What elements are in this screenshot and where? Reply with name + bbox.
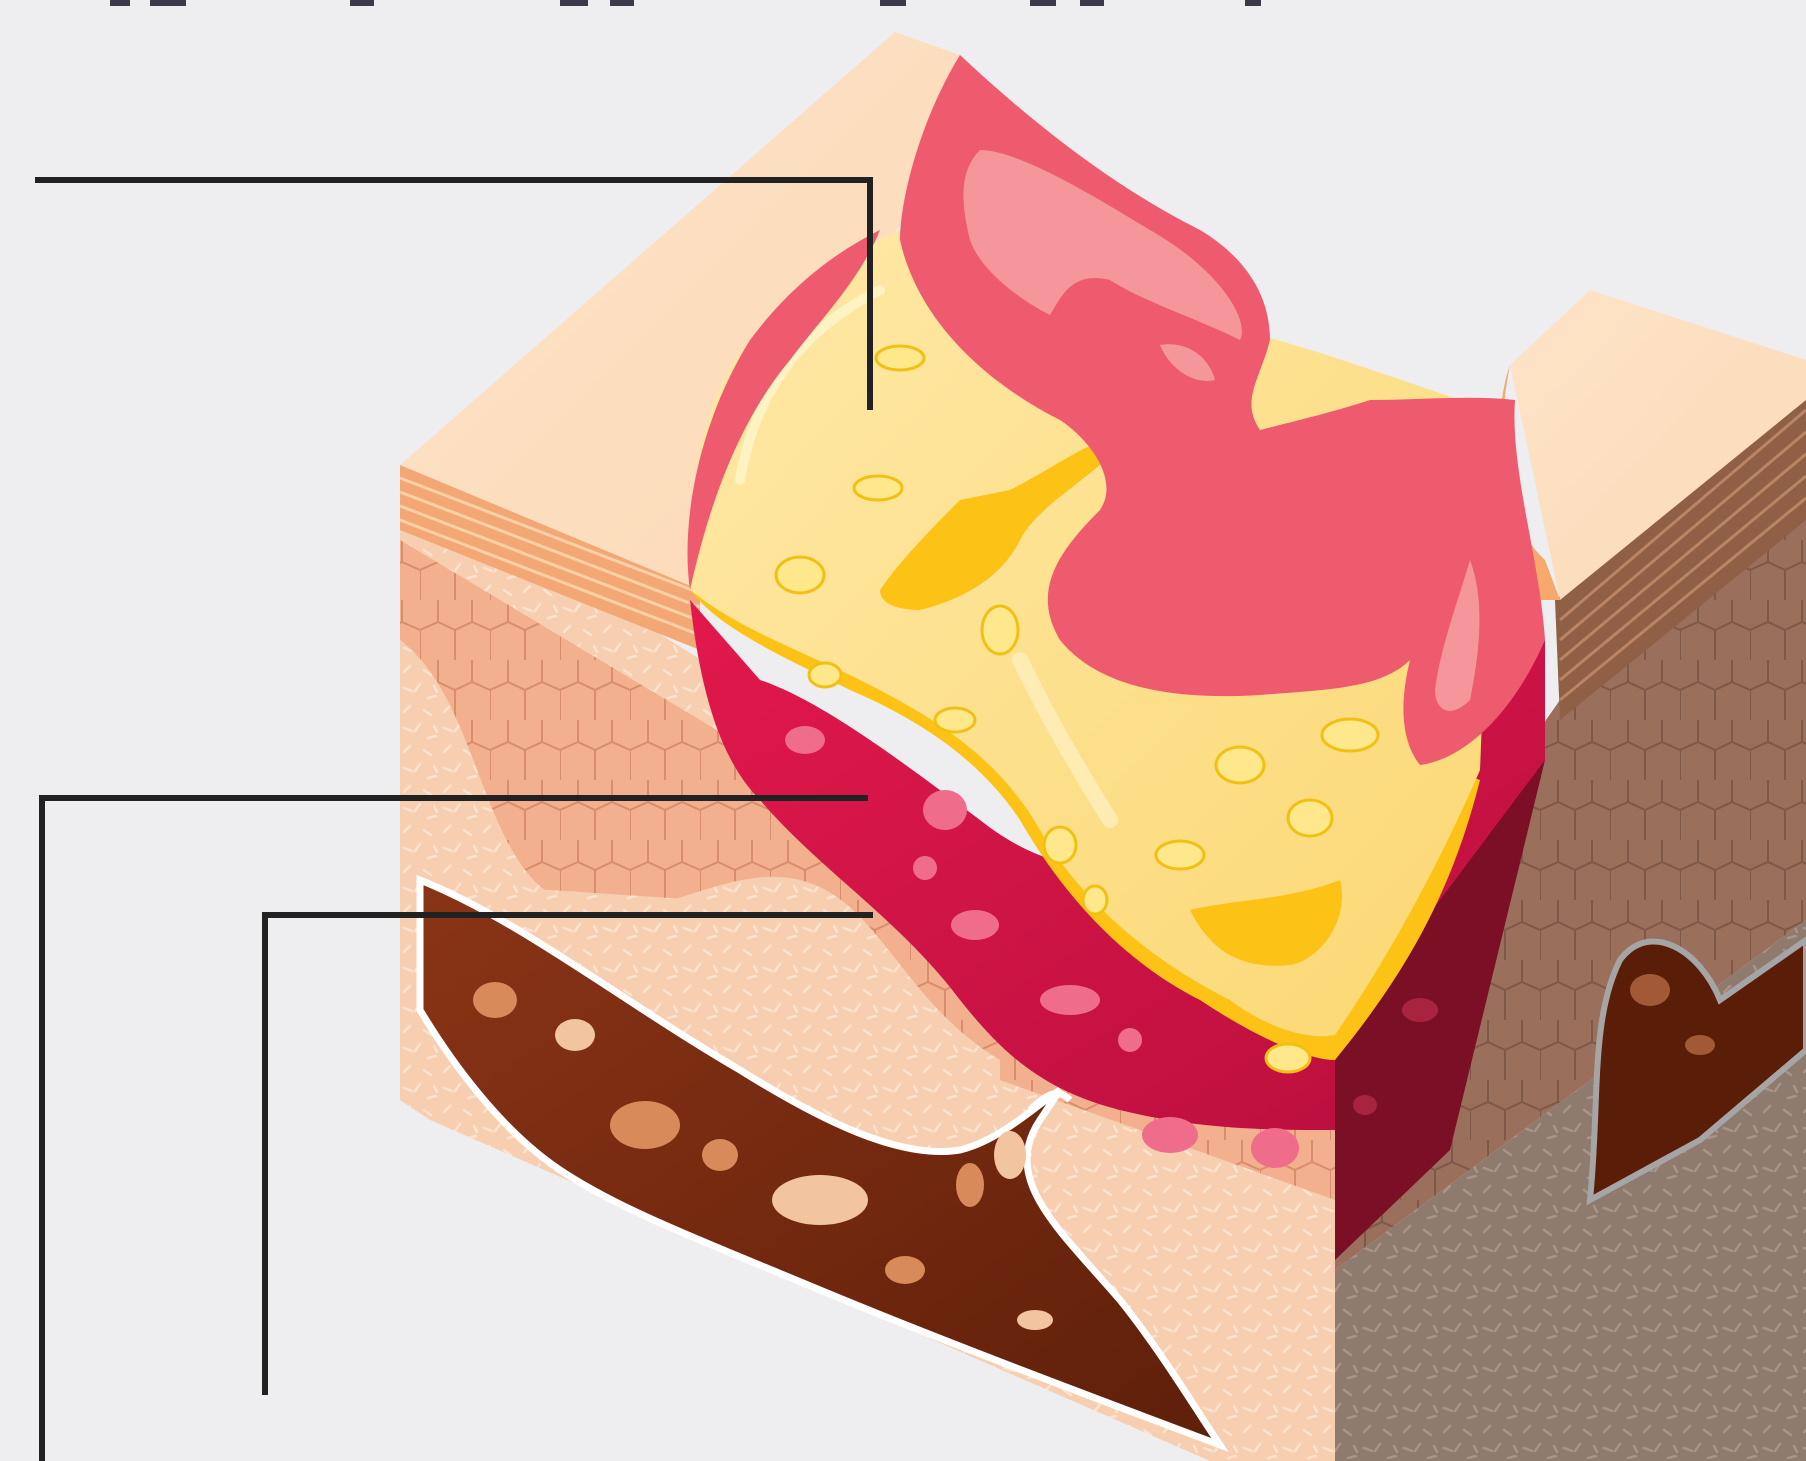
cropped-title-fragment: [110, 0, 1261, 6]
